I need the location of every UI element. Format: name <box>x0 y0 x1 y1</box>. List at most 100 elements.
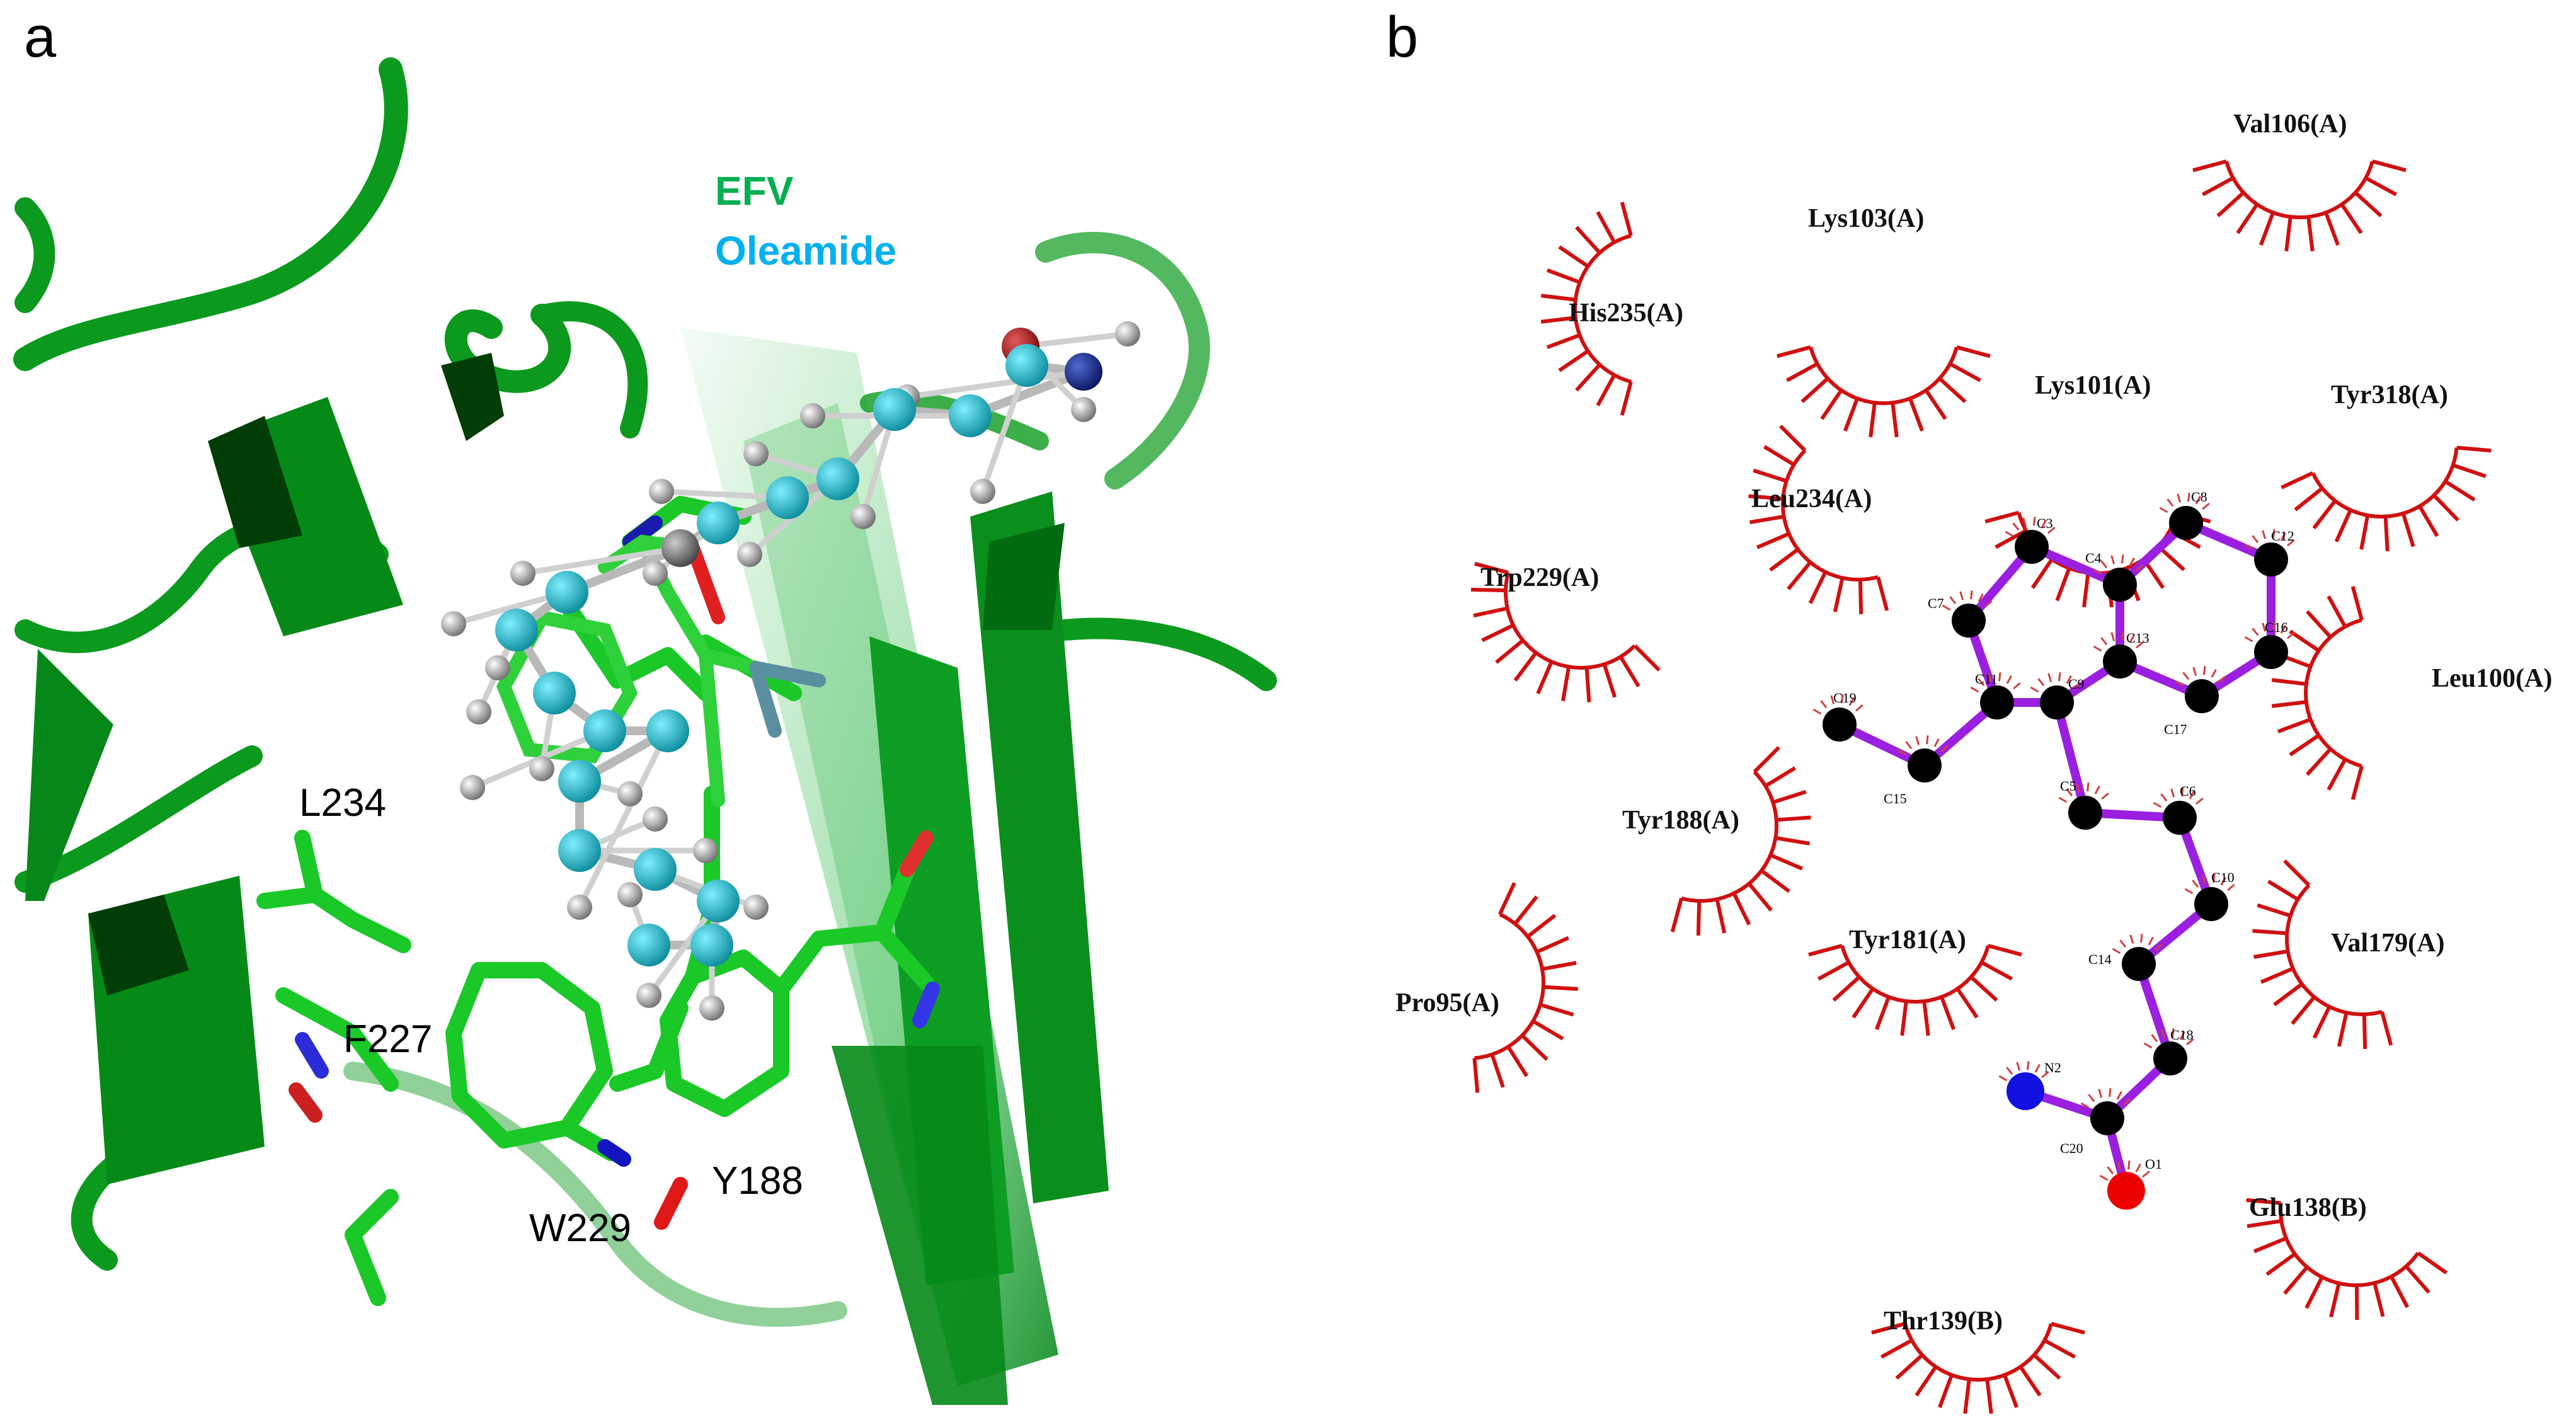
hydrophobic-contacts <box>1470 159 2492 1414</box>
atom-label: C6 <box>2180 783 2196 799</box>
atom-c20 <box>2090 1101 2124 1135</box>
hydrogen-atom <box>441 611 466 636</box>
hydrophobic-arc <box>1777 345 1991 438</box>
atom-label: C11 <box>1975 671 1998 687</box>
atom-label: C14 <box>2088 951 2112 967</box>
atom-label: O1 <box>2145 1156 2162 1172</box>
residue-label: Tyr188(A) <box>1622 806 1739 835</box>
carbon-atom <box>533 672 576 714</box>
atom-c16 <box>2254 635 2288 669</box>
atom-o1 <box>2107 1172 2145 1210</box>
atom-c4 <box>2103 568 2137 602</box>
residue-label-w229: W229 <box>529 1206 631 1250</box>
atom-label: C5 <box>2060 778 2076 794</box>
panel-b-interaction-map: b Val106(A)Lys103(A)His235(A)Lys101(A)Ty… <box>1386 5 2552 1414</box>
legend-efv: EFV <box>715 168 794 214</box>
atom-c3 <box>2015 530 2049 564</box>
hydrogen-atom <box>850 504 876 529</box>
residue-label-f227: F227 <box>343 1017 432 1061</box>
panel-a-letter: a <box>24 5 57 69</box>
residue-label: Tyr181(A) <box>1849 926 1966 954</box>
carbon-atom <box>495 609 538 651</box>
atom-label: C10 <box>2211 869 2235 885</box>
atom-label: C16 <box>2265 619 2288 635</box>
hydrophobic-arc <box>1670 746 1811 936</box>
hydrophobic-arc <box>2252 859 2393 1050</box>
atom-c10 <box>2194 887 2228 921</box>
hydrophobic-arc <box>2281 445 2492 551</box>
atom-c14 <box>2122 947 2156 981</box>
atom-c12 <box>2254 542 2288 576</box>
atom-label: C13 <box>2126 630 2150 646</box>
hydrogen-atom <box>636 983 661 1008</box>
carbon-atom <box>546 571 588 614</box>
hydrogen-atom <box>970 479 995 504</box>
panel-b-letter: b <box>1386 5 1418 69</box>
carbon-atom <box>690 924 733 966</box>
atom-label: C20 <box>2060 1140 2083 1156</box>
residue-label: Pro95(A) <box>1395 989 1499 1017</box>
hydrophobic-arc <box>1540 202 1633 416</box>
residue-label: Val179(A) <box>2331 929 2444 958</box>
hydrophobic-arc <box>2271 586 2364 800</box>
atom-label: C3 <box>2037 515 2053 531</box>
hydrophobic-arc <box>1748 425 1889 615</box>
hydrogen-atom <box>617 781 643 806</box>
hydrogen-atom <box>466 699 491 725</box>
hydrogen-atom <box>649 479 674 504</box>
hydrophobic-arc <box>1871 1322 2085 1414</box>
hydrogen-atom <box>643 561 668 586</box>
residue-label: Tyr318(A) <box>2331 381 2448 410</box>
carbon-atom <box>558 760 601 803</box>
residue-label: Lys101(A) <box>2035 371 2151 400</box>
hydrogen-atom <box>1071 397 1096 422</box>
carbon-atom <box>558 829 601 872</box>
carbon-atom <box>697 501 740 544</box>
residue-label: Val106(A) <box>2233 110 2347 139</box>
bond <box>2052 698 2090 817</box>
atom-c19 <box>1823 708 1857 742</box>
atom-c15 <box>1908 748 1942 782</box>
carbon-atom <box>634 848 677 891</box>
carbon-atom <box>1005 344 1048 387</box>
atom-label: C18 <box>2170 1027 2194 1043</box>
carbon-atom <box>766 476 809 519</box>
atom-c13 <box>2103 645 2137 679</box>
hydrogen-atom <box>1115 321 1140 347</box>
atom-label: C15 <box>1884 791 1907 806</box>
carbon-atom <box>949 394 992 437</box>
nitrogen-atom <box>1065 353 1102 391</box>
residue-label: Lys103(A) <box>1808 204 1924 233</box>
atom-c6 <box>2163 801 2197 835</box>
atom-label: C8 <box>2191 489 2207 505</box>
hydrogen-atom <box>800 403 825 428</box>
hydrophobic-arc <box>1808 944 2022 1036</box>
hydrophobic-arc <box>2192 159 2407 252</box>
atom-label: C7 <box>1928 595 1944 611</box>
atom-c8 <box>2169 506 2203 540</box>
carbon-atom <box>627 924 670 966</box>
atom-c17 <box>2185 679 2219 713</box>
hydrogen-atom <box>693 838 718 863</box>
hydrogen-atom <box>510 561 535 586</box>
hydrogen-atom <box>529 756 554 781</box>
carbon-atom <box>583 709 626 752</box>
residue-label: Trp229(A) <box>1480 563 1599 592</box>
hydrogen-atom <box>643 806 668 832</box>
legend-oleamide: Oleamide <box>715 228 896 273</box>
carbon-atom <box>697 880 740 922</box>
hydrogen-atom <box>699 995 724 1021</box>
atom-c11 <box>1980 685 2014 719</box>
atom-label: C12 <box>2271 528 2294 544</box>
hydrogen-atom <box>485 655 510 680</box>
beta-strands <box>25 353 1109 1405</box>
carbon-atom <box>816 457 859 500</box>
atom-label: C17 <box>2164 721 2187 737</box>
hydrophobic-arc <box>1472 882 1578 1093</box>
residue-label: Leu100(A) <box>2432 664 2552 693</box>
atom-c5 <box>2068 796 2102 830</box>
hydrogen-atom <box>743 895 769 920</box>
residue-labels: Val106(A)Lys103(A)His235(A)Lys101(A)Tyr3… <box>1395 110 2552 1336</box>
